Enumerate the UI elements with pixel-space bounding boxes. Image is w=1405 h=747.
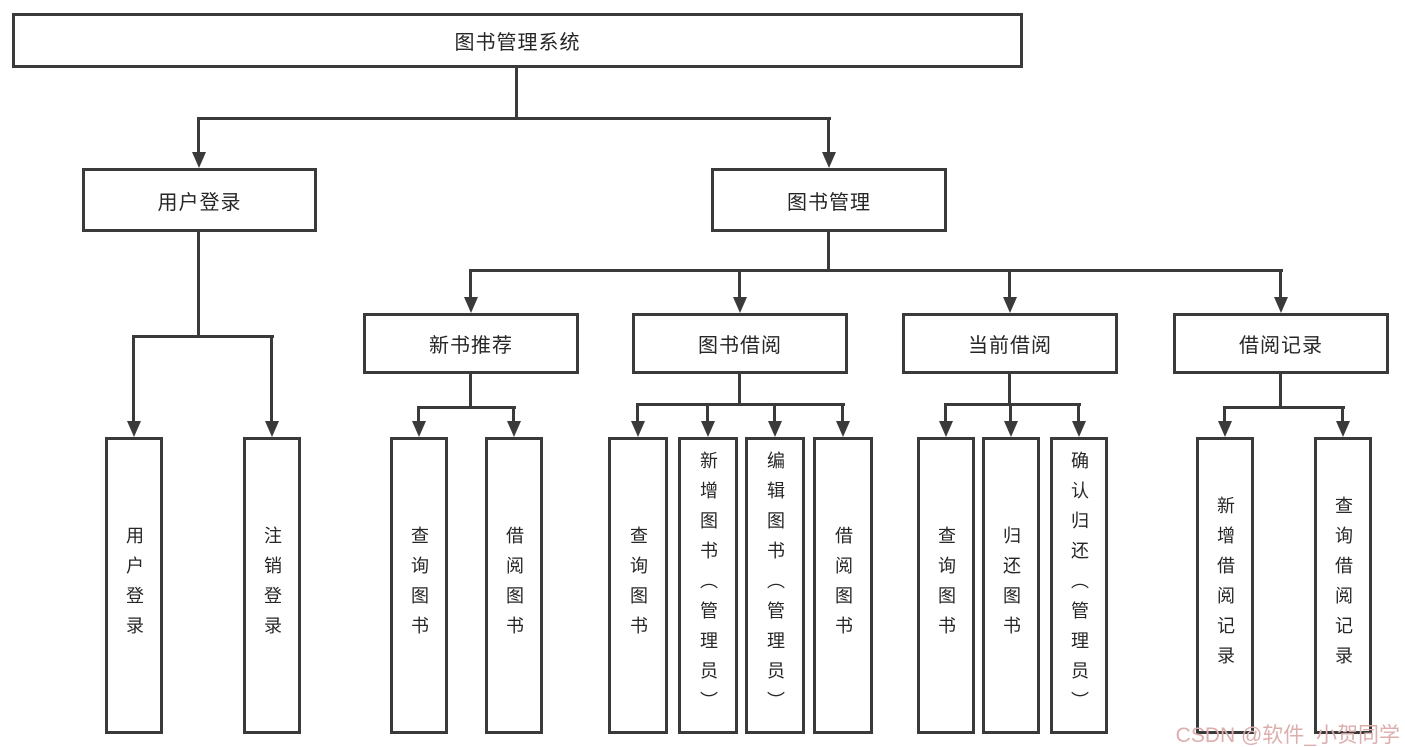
- leaf-query-borrow-record: 查询借阅记录: [1314, 437, 1372, 734]
- connector-line: [197, 117, 200, 153]
- csdn-watermark: CSDN @软件_小贺同学: [1175, 724, 1400, 747]
- connector-line: [827, 117, 830, 153]
- node-label: 借阅记录: [1239, 335, 1323, 357]
- arrow-down: [265, 421, 279, 437]
- connector-line: [132, 335, 135, 423]
- connector-line: [636, 403, 639, 423]
- node-new-book-recommend: 新书推荐: [363, 313, 579, 374]
- node-label: 归还图书: [1001, 525, 1021, 646]
- arrow-down: [733, 297, 747, 313]
- connector-line: [636, 403, 845, 406]
- node-label: 借阅图书: [504, 525, 524, 646]
- arrow-down: [1336, 421, 1350, 437]
- connector-line: [738, 374, 741, 406]
- connector-line: [944, 403, 947, 423]
- node-user-login: 用户登录: [82, 168, 317, 232]
- connector-line: [706, 403, 709, 423]
- connector-line: [1223, 406, 1226, 423]
- connector-line: [132, 335, 274, 338]
- node-label: 新增借阅记录: [1215, 495, 1235, 676]
- node-label: 借阅图书: [833, 525, 853, 646]
- leaf-query-books-1: 查询图书: [390, 437, 448, 734]
- arrow-down: [768, 421, 782, 437]
- arrow-down: [701, 421, 715, 437]
- node-label: 查询图书: [628, 525, 648, 646]
- connector-line: [1008, 374, 1011, 406]
- node-label: 查询借阅记录: [1333, 495, 1353, 676]
- node-label: 图书管理: [787, 191, 871, 214]
- connector-line: [1223, 406, 1345, 409]
- leaf-query-books-2: 查询图书: [608, 437, 668, 734]
- connector-line: [417, 406, 516, 409]
- connector-line: [1279, 269, 1282, 299]
- arrow-down: [836, 421, 850, 437]
- leaf-edit-books-admin: 编辑图书（管理员）: [745, 437, 805, 734]
- arrow-down: [127, 421, 141, 437]
- node-label: 用户登录: [157, 191, 242, 214]
- arrow-down: [1072, 421, 1086, 437]
- leaf-user-login: 用户登录: [105, 437, 163, 734]
- connector-line: [469, 269, 1283, 272]
- leaf-add-borrow-record: 新增借阅记录: [1196, 437, 1254, 734]
- leaf-borrow-books-2: 借阅图书: [813, 437, 873, 734]
- node-label: 新书推荐: [429, 335, 513, 357]
- node-library-system: 图书管理系统: [12, 13, 1023, 68]
- connector-line: [827, 232, 830, 272]
- arrow-down: [1274, 297, 1288, 313]
- arrow-down: [1004, 421, 1018, 437]
- leaf-confirm-return-admin: 确认归还（管理员）: [1050, 437, 1108, 734]
- connector-line: [469, 269, 472, 299]
- leaf-add-books-admin: 新增图书（管理员）: [678, 437, 738, 734]
- node-label: 确认归还（管理员）: [1069, 450, 1089, 721]
- connector-line: [773, 403, 776, 423]
- connector-line: [417, 406, 420, 423]
- node-label: 图书管理系统: [454, 32, 581, 54]
- connector-line: [469, 374, 472, 409]
- connector-line: [197, 232, 200, 338]
- connector-line: [197, 117, 831, 120]
- node-label: 查询图书: [409, 525, 429, 646]
- node-label: 图书借阅: [698, 335, 782, 357]
- arrow-down: [631, 421, 645, 437]
- leaf-query-books-3: 查询图书: [917, 437, 975, 734]
- leaf-return-books: 归还图书: [982, 437, 1040, 734]
- leaf-logout: 注销登录: [243, 437, 301, 734]
- connector-line: [1279, 374, 1282, 409]
- connector-line: [515, 68, 518, 119]
- connector-line: [738, 269, 741, 299]
- node-borrow-records: 借阅记录: [1173, 313, 1389, 374]
- connector-line: [944, 403, 1081, 406]
- arrow-down: [192, 152, 206, 168]
- node-current-borrow: 当前借阅: [902, 313, 1118, 374]
- arrow-down: [412, 421, 426, 437]
- connector-line: [1009, 403, 1012, 423]
- arrow-down: [507, 421, 521, 437]
- arrow-down: [464, 297, 478, 313]
- node-book-borrow: 图书借阅: [632, 313, 848, 374]
- node-label: 当前借阅: [968, 335, 1052, 357]
- node-label: 查询图书: [936, 525, 956, 646]
- connector-line: [1077, 403, 1080, 423]
- node-label: 编辑图书（管理员）: [765, 450, 785, 721]
- arrow-down: [1003, 297, 1017, 313]
- arrow-down: [822, 152, 836, 168]
- leaf-borrow-books-1: 借阅图书: [485, 437, 543, 734]
- node-label: 注销登录: [262, 525, 282, 646]
- node-book-management: 图书管理: [711, 168, 947, 232]
- connector-line: [1008, 269, 1011, 299]
- node-label: 用户登录: [124, 525, 144, 646]
- arrow-down: [1218, 421, 1232, 437]
- connector-line: [841, 403, 844, 423]
- connector-line: [1341, 406, 1344, 423]
- arrow-down: [939, 421, 953, 437]
- connector-line: [270, 335, 273, 423]
- connector-line: [512, 406, 515, 423]
- node-label: 新增图书（管理员）: [698, 450, 718, 721]
